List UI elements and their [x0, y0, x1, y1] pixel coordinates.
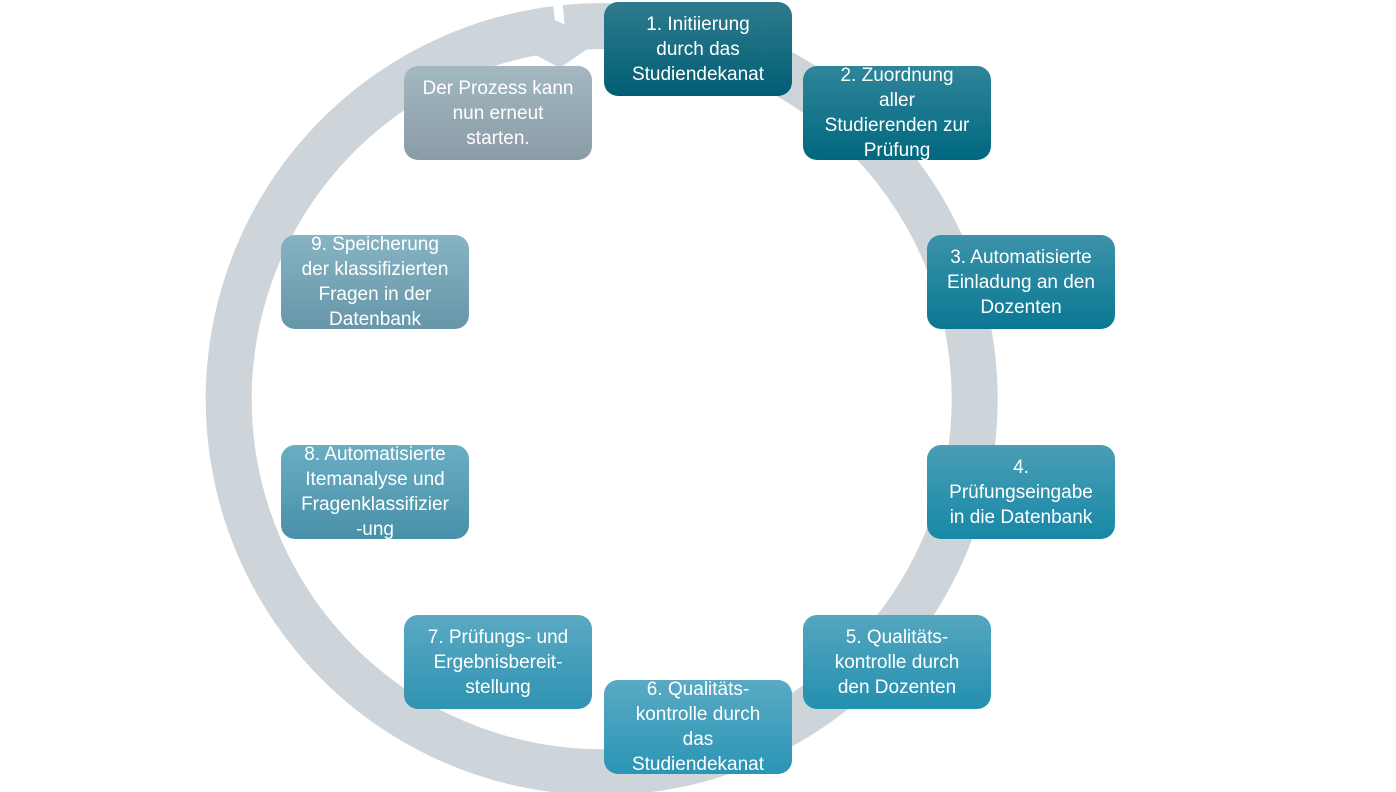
step-7-label: 7. Prüfungs- und Ergebnisbereit- stellun…: [427, 626, 569, 698]
step-7-result-provision: 7. Prüfungs- und Ergebnisbereit- stellun…: [404, 615, 592, 709]
step-2-label: 2. Zuordnung aller Studierenden zur Prüf…: [824, 65, 970, 161]
step-restart: Der Prozess kann nun erneut starten.: [404, 66, 592, 160]
step-3-label: 3. Automatisierte Einladung an den Dozen…: [947, 246, 1095, 318]
step-4-exam-entry: 4. Prüfungseingabe in die Datenbank: [927, 445, 1115, 539]
step-6-quality-control-dean: 6. Qualitäts- kontrolle durch das Studie…: [604, 679, 792, 775]
step-2-assignment: 2. Zuordnung aller Studierenden zur Prüf…: [803, 65, 991, 161]
step-9-label: 9. Speicherung der klassifizierten Frage…: [301, 234, 449, 330]
step-4-label: 4. Prüfungseingabe in die Datenbank: [949, 456, 1093, 528]
step-5-label: 5. Qualitäts- kontrolle durch den Dozent…: [834, 626, 960, 698]
step-9-storage: 9. Speicherung der klassifizierten Frage…: [281, 234, 469, 330]
step-3-invitation: 3. Automatisierte Einladung an den Dozen…: [927, 235, 1115, 329]
step-6-label: 6. Qualitäts- kontrolle durch das Studie…: [631, 679, 765, 775]
step-8-label: 8. Automatisierte Itemanalyse und Fragen…: [301, 444, 449, 540]
step-5-quality-control-lecturer: 5. Qualitäts- kontrolle durch den Dozent…: [803, 615, 991, 709]
step-1-label: 1. Initiierung durch das Studiendekanat: [631, 13, 765, 85]
cycle-arrowhead-icon: [530, 18, 600, 68]
step-8-item-analysis: 8. Automatisierte Itemanalyse und Fragen…: [281, 444, 469, 540]
step-restart-label: Der Prozess kann nun erneut starten.: [422, 77, 574, 149]
step-1-initiation: 1. Initiierung durch das Studiendekanat: [604, 2, 792, 96]
